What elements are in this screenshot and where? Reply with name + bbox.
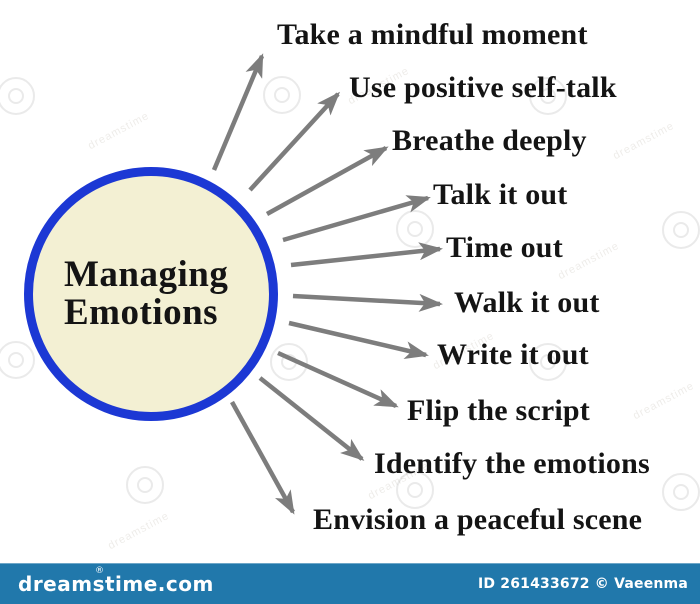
strategy-label-10: Envision a peaceful scene — [313, 502, 643, 536]
arrow-6 — [292, 293, 443, 312]
footer-bar: dreamstime.com ® ID 261433672 © Vaeenma — [0, 563, 700, 604]
strategy-label-4: Talk it out — [433, 177, 568, 211]
topic-title-line1: Managing — [64, 254, 229, 295]
strategy-label-9: Identify the emotions — [374, 446, 650, 480]
strategy-label-6: Walk it out — [454, 285, 600, 319]
central-topic-circle: Managing Emotions — [24, 167, 278, 421]
arrow-4 — [282, 195, 431, 243]
strategy-label-7: Write it out — [437, 337, 589, 371]
arrow-3 — [265, 146, 389, 216]
registered-trademark-icon: ® — [95, 566, 105, 576]
arrow-8 — [277, 350, 399, 409]
arrow-10 — [230, 400, 295, 515]
strategy-label-8: Flip the script — [407, 393, 590, 427]
strategy-label-2: Use positive self-talk — [349, 70, 617, 104]
strategy-label-5: Time out — [446, 230, 563, 264]
arrow-7 — [288, 320, 429, 359]
arrow-1 — [211, 53, 265, 171]
topic-title-line2: Emotions — [64, 292, 219, 333]
arrow-5 — [290, 242, 443, 268]
image-credit: ID 261433672 © Vaeenma — [477, 576, 688, 592]
strategy-label-1: Take a mindful moment — [277, 17, 588, 51]
dreamstime-logo: dreamstime.com ® — [18, 566, 214, 596]
arrow-2 — [248, 91, 341, 192]
arrows-layer — [211, 53, 443, 515]
strategy-label-3: Breathe deeply — [392, 123, 587, 157]
dreamstime-logo-text: dreamstime.com — [18, 572, 214, 596]
arrow-9 — [258, 376, 365, 461]
